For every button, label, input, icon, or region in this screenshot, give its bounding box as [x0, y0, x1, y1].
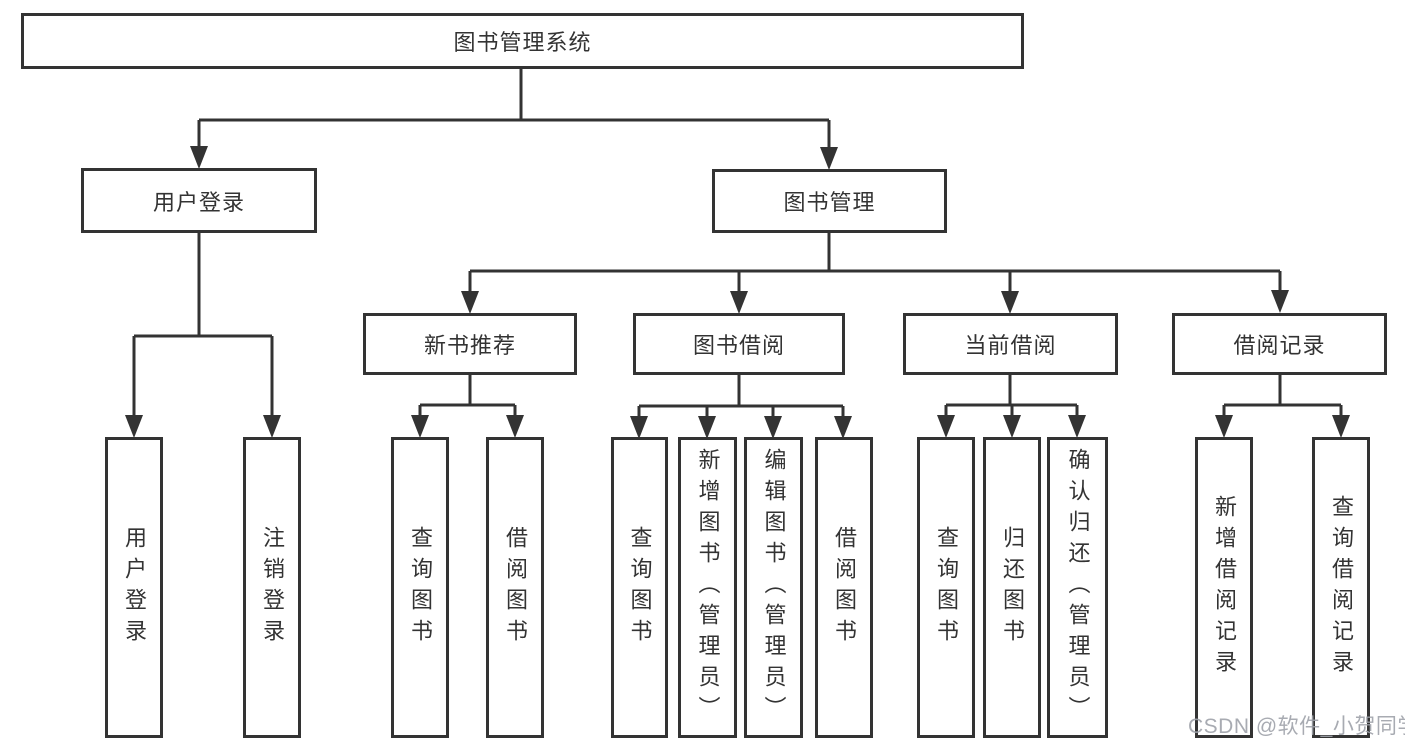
leaf-records-query-record-label: 查询借阅记录 — [1329, 494, 1354, 681]
leaf-newbook-query-books: 查询图书 — [391, 437, 449, 738]
leaf-current-query-books-label: 查询图书 — [934, 525, 959, 650]
leaf-current-query-books: 查询图书 — [917, 437, 975, 738]
leaf-borrow-borrow-books: 借阅图书 — [815, 437, 873, 738]
leaf-borrow-add-books-admin: 新增图书（管理员） — [678, 437, 737, 738]
leaf-newbook-borrow-books: 借阅图书 — [486, 437, 544, 738]
node-book-borrow: 图书借阅 — [633, 313, 845, 375]
node-book-borrow-label: 图书借阅 — [692, 333, 785, 358]
connector-current-borrow-to-leaves — [937, 375, 1086, 438]
leaf-current-confirm-return-admin: 确认归还（管理员） — [1047, 437, 1108, 738]
node-book-mgmt: 图书管理 — [712, 169, 947, 233]
node-root: 图书管理系统 — [21, 13, 1024, 69]
node-root-label: 图书管理系统 — [453, 30, 592, 55]
leaf-borrow-query-books: 查询图书 — [611, 437, 668, 738]
leaf-borrow-edit-books-admin-label: 编辑图书（管理员） — [761, 448, 787, 727]
connector-user-login-to-leaves — [125, 233, 281, 438]
leaf-logout-label: 注销登录 — [260, 525, 285, 650]
node-borrow-records: 借阅记录 — [1172, 313, 1387, 375]
connector-borrow-records-to-leaves — [1215, 375, 1350, 438]
leaf-current-return-books-label: 归还图书 — [1000, 525, 1025, 650]
leaf-borrow-edit-books-admin: 编辑图书（管理员） — [744, 437, 803, 738]
leaf-user-login: 用户登录 — [105, 437, 163, 738]
leaf-borrow-query-books-label: 查询图书 — [627, 525, 653, 650]
node-current-borrow: 当前借阅 — [903, 313, 1118, 375]
leaf-newbook-borrow-books-label: 借阅图书 — [503, 525, 528, 650]
node-user-login: 用户登录 — [81, 168, 317, 233]
leaf-current-confirm-return-admin-label: 确认归还（管理员） — [1065, 448, 1091, 727]
connector-new-book-rec-to-leaves — [411, 375, 524, 438]
leaf-records-add-record-label: 新增借阅记录 — [1212, 494, 1237, 681]
leaf-logout: 注销登录 — [243, 437, 301, 738]
csdn-watermark: CSDN @软件_小贺同学 — [1188, 715, 1405, 738]
leaf-borrow-add-books-admin-label: 新增图书（管理员） — [695, 448, 721, 727]
leaf-borrow-borrow-books-label: 借阅图书 — [832, 525, 857, 650]
connector-book-mgmt-to-level3 — [461, 233, 1289, 314]
leaf-current-return-books: 归还图书 — [983, 437, 1041, 738]
node-user-login-label: 用户登录 — [152, 189, 245, 215]
node-book-mgmt-label: 图书管理 — [783, 190, 876, 215]
leaf-records-add-record: 新增借阅记录 — [1195, 437, 1253, 738]
leaf-user-login-label: 用户登录 — [122, 525, 147, 650]
connector-root-to-level2 — [190, 68, 838, 170]
node-new-book-rec: 新书推荐 — [363, 313, 577, 375]
node-current-borrow-label: 当前借阅 — [964, 333, 1057, 358]
leaf-newbook-query-books-label: 查询图书 — [408, 525, 433, 650]
node-borrow-records-label: 借阅记录 — [1233, 333, 1326, 358]
node-new-book-rec-label: 新书推荐 — [423, 333, 516, 358]
connector-book-borrow-to-leaves — [630, 375, 852, 439]
leaf-records-query-record: 查询借阅记录 — [1312, 437, 1370, 738]
